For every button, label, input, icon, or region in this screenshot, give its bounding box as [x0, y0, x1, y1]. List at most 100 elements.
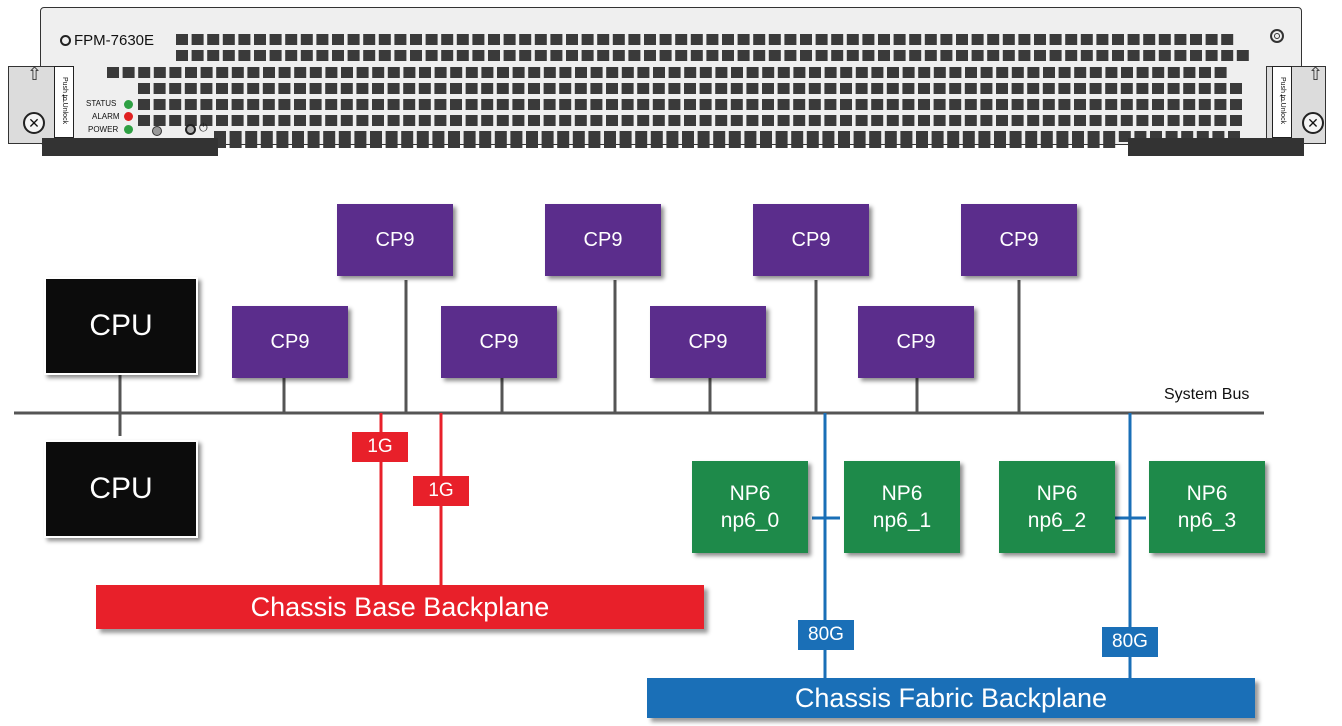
vent-slot	[229, 142, 242, 148]
vent-slot	[824, 67, 837, 78]
vent-slot	[1120, 115, 1133, 126]
vent-slot	[1230, 115, 1242, 126]
ring-icon	[1270, 29, 1284, 43]
vent-slot	[566, 34, 578, 45]
power-button[interactable]	[185, 124, 196, 135]
vent-slot	[940, 34, 953, 45]
vent-slot	[1134, 131, 1147, 142]
vent-slot	[416, 142, 429, 148]
vent-slot	[370, 142, 382, 148]
cp9-box: CP9	[961, 204, 1077, 276]
vent-slot	[332, 50, 344, 61]
vent-slot	[831, 34, 844, 45]
vent-slot	[354, 142, 367, 148]
vent-slot	[831, 50, 844, 61]
vent-slot	[715, 67, 728, 78]
vent-slot	[465, 83, 478, 94]
screw-icon[interactable]: ✕	[1302, 112, 1324, 134]
vent-slot	[1065, 34, 1078, 45]
vent-slot	[588, 142, 601, 148]
vent-slot	[1118, 131, 1131, 142]
vent-slot	[325, 67, 338, 78]
vent-slot	[559, 83, 572, 94]
vent-slot	[597, 34, 610, 45]
vent-slot	[728, 131, 741, 142]
vent-slot	[534, 50, 547, 61]
right-latch[interactable]: Push to Unlock ↑	[1272, 66, 1292, 138]
vent-slot	[846, 34, 859, 45]
vent-slot	[1105, 99, 1118, 110]
vent-slot	[526, 131, 538, 142]
vent-slot	[722, 34, 734, 45]
vent-slot	[1074, 99, 1086, 110]
vent-slot	[153, 115, 166, 126]
vent-slot	[200, 67, 213, 78]
vent-slot	[229, 131, 242, 142]
vent-slot	[247, 67, 260, 78]
vent-slot	[222, 50, 235, 61]
vent-slot	[924, 50, 937, 61]
vent-slot	[1074, 67, 1087, 78]
vent-slot	[902, 115, 915, 126]
left-latch[interactable]: Push to Unlock ↑	[54, 66, 74, 138]
vent-slot	[1056, 131, 1069, 142]
vent-slot	[1089, 115, 1102, 126]
vent-slot	[621, 115, 634, 126]
vent-slot	[1058, 115, 1071, 126]
vent-slot	[559, 99, 572, 110]
vent-slot	[1120, 99, 1133, 110]
vent-slot	[169, 99, 182, 110]
vent-slot	[370, 131, 382, 142]
vent-slot	[690, 34, 703, 45]
vent-slot	[441, 50, 454, 61]
vent-slot	[762, 83, 774, 94]
vent-slot	[996, 99, 1008, 110]
vent-slot	[746, 67, 759, 78]
vent-slot	[697, 131, 710, 142]
vent-slot	[541, 142, 554, 148]
vent-slot	[846, 50, 859, 61]
vent-slot	[1143, 34, 1156, 45]
reset-pinhole[interactable]	[152, 126, 162, 136]
vent-slot	[122, 67, 135, 78]
vent-slot	[824, 83, 837, 94]
vent-slot	[791, 131, 804, 142]
vent-slot	[316, 34, 329, 45]
vent-slot	[1136, 99, 1149, 110]
vent-slot	[793, 115, 806, 126]
vent-slot	[1230, 83, 1242, 94]
vent-slot	[1198, 99, 1211, 110]
vent-slot	[434, 115, 447, 126]
vent-slot	[494, 142, 507, 148]
vent-slot	[247, 99, 260, 110]
vent-slot	[650, 131, 663, 142]
vent-slot	[684, 83, 696, 94]
vent-slot	[1002, 34, 1015, 45]
vent-slot	[387, 99, 400, 110]
cp9-box: CP9	[858, 306, 974, 378]
vent-slot	[964, 115, 977, 126]
vent-slot	[916, 142, 928, 148]
vent-slot	[1198, 115, 1211, 126]
vent-slot	[731, 67, 743, 78]
vent-slot	[1011, 115, 1024, 126]
vent-slot	[410, 50, 422, 61]
vent-slot	[964, 99, 977, 110]
screw-icon[interactable]: ✕	[23, 112, 45, 134]
power-led-label: POWER	[88, 125, 119, 134]
vent-slot	[557, 142, 570, 148]
vent-slot	[387, 115, 400, 126]
vent-slot	[401, 142, 414, 148]
np6-box: NP6 np6_1	[844, 461, 960, 553]
vent-slot	[706, 50, 719, 61]
vent-slot	[372, 115, 384, 126]
vent-slot	[737, 50, 750, 61]
vent-slot	[784, 34, 797, 45]
vent-slot	[1105, 115, 1118, 126]
vent-slot	[278, 67, 291, 78]
vent-slot	[956, 34, 968, 45]
vent-slot	[900, 142, 913, 148]
vent-slot	[918, 115, 930, 126]
vent-slot	[855, 115, 868, 126]
vent-slot	[1042, 83, 1055, 94]
